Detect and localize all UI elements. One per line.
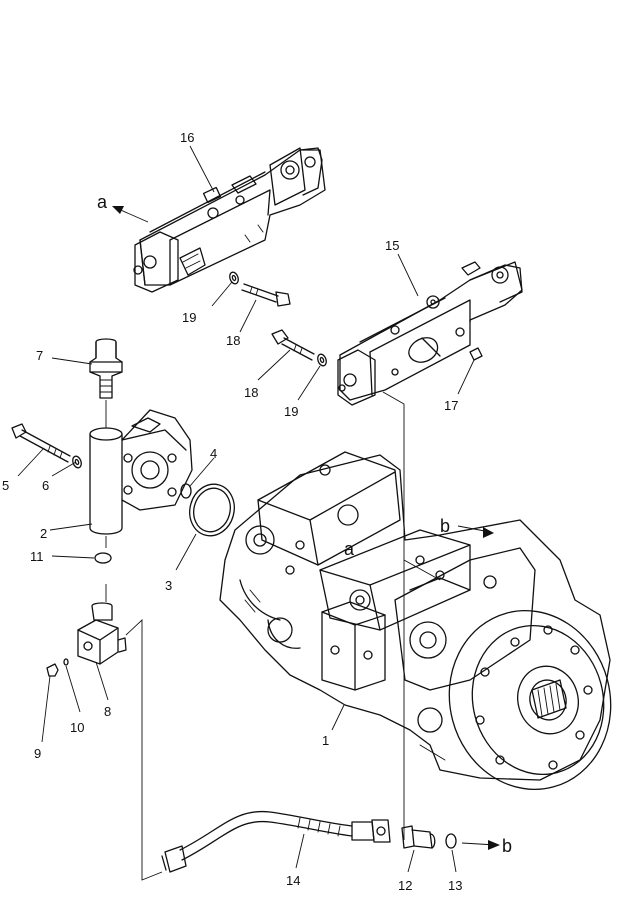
callout-labels: 16 15 7 5 6 4 2 3 11 8 9 10 1 19 18 18 1… xyxy=(2,130,462,893)
o-ring-4 xyxy=(180,483,192,499)
callout-8: 8 xyxy=(104,704,111,719)
reference-arrow-a-top xyxy=(112,206,149,223)
valve-assembly-16 xyxy=(133,147,326,293)
reference-letter-a-mid: a xyxy=(344,539,355,559)
adapter-12 xyxy=(401,825,436,849)
routing-lines xyxy=(105,391,441,881)
bolt-5 xyxy=(11,423,71,463)
o-ring-11 xyxy=(94,552,112,564)
callout-15: 15 xyxy=(385,238,399,253)
callout-11: 11 xyxy=(30,549,44,564)
callout-9: 9 xyxy=(34,746,41,761)
callout-3: 3 xyxy=(165,578,172,593)
callout-17: 17 xyxy=(444,398,458,413)
callout-2: 2 xyxy=(40,526,47,541)
callout-1: 1 xyxy=(322,733,329,748)
bolt-18-lower xyxy=(271,329,315,361)
o-ring-13 xyxy=(445,833,457,849)
leader-lines xyxy=(17,145,475,873)
reference-letter-b-top: b xyxy=(440,516,450,536)
reference-arrow-b-bottom xyxy=(461,840,500,850)
callout-13: 13 xyxy=(448,878,462,893)
main-pump-1 xyxy=(219,451,612,791)
pipe-block-2 xyxy=(89,409,193,535)
reference-letters: a a b b xyxy=(97,192,512,856)
seal-10 xyxy=(63,658,69,666)
washer-6 xyxy=(72,455,82,469)
reference-letter-b-bottom: b xyxy=(502,836,512,856)
callout-12: 12 xyxy=(398,878,412,893)
callout-18-lower: 18 xyxy=(244,385,258,400)
o-ring-3 xyxy=(189,483,235,537)
callout-4: 4 xyxy=(210,446,217,461)
plug-9 xyxy=(46,663,59,677)
hose-14 xyxy=(161,810,391,873)
washer-19-upper xyxy=(229,271,239,285)
reference-arrow-b-top xyxy=(457,525,494,538)
callout-14: 14 xyxy=(286,873,300,888)
relief-valve-7 xyxy=(89,338,123,399)
callout-18-upper: 18 xyxy=(226,333,240,348)
reference-letter-a-top: a xyxy=(97,192,108,212)
callout-10: 10 xyxy=(70,720,84,735)
valve-assembly-15 xyxy=(337,261,523,406)
connector-block-8 xyxy=(77,602,127,665)
callout-19-upper: 19 xyxy=(182,310,196,325)
callout-7: 7 xyxy=(36,348,43,363)
washer-19-lower xyxy=(317,353,327,367)
pin-17 xyxy=(469,347,483,361)
callout-6: 6 xyxy=(42,478,49,493)
bolt-18-upper xyxy=(241,283,291,307)
callout-5: 5 xyxy=(2,478,9,493)
callout-19-lower: 19 xyxy=(284,404,298,419)
callout-16: 16 xyxy=(180,130,194,145)
